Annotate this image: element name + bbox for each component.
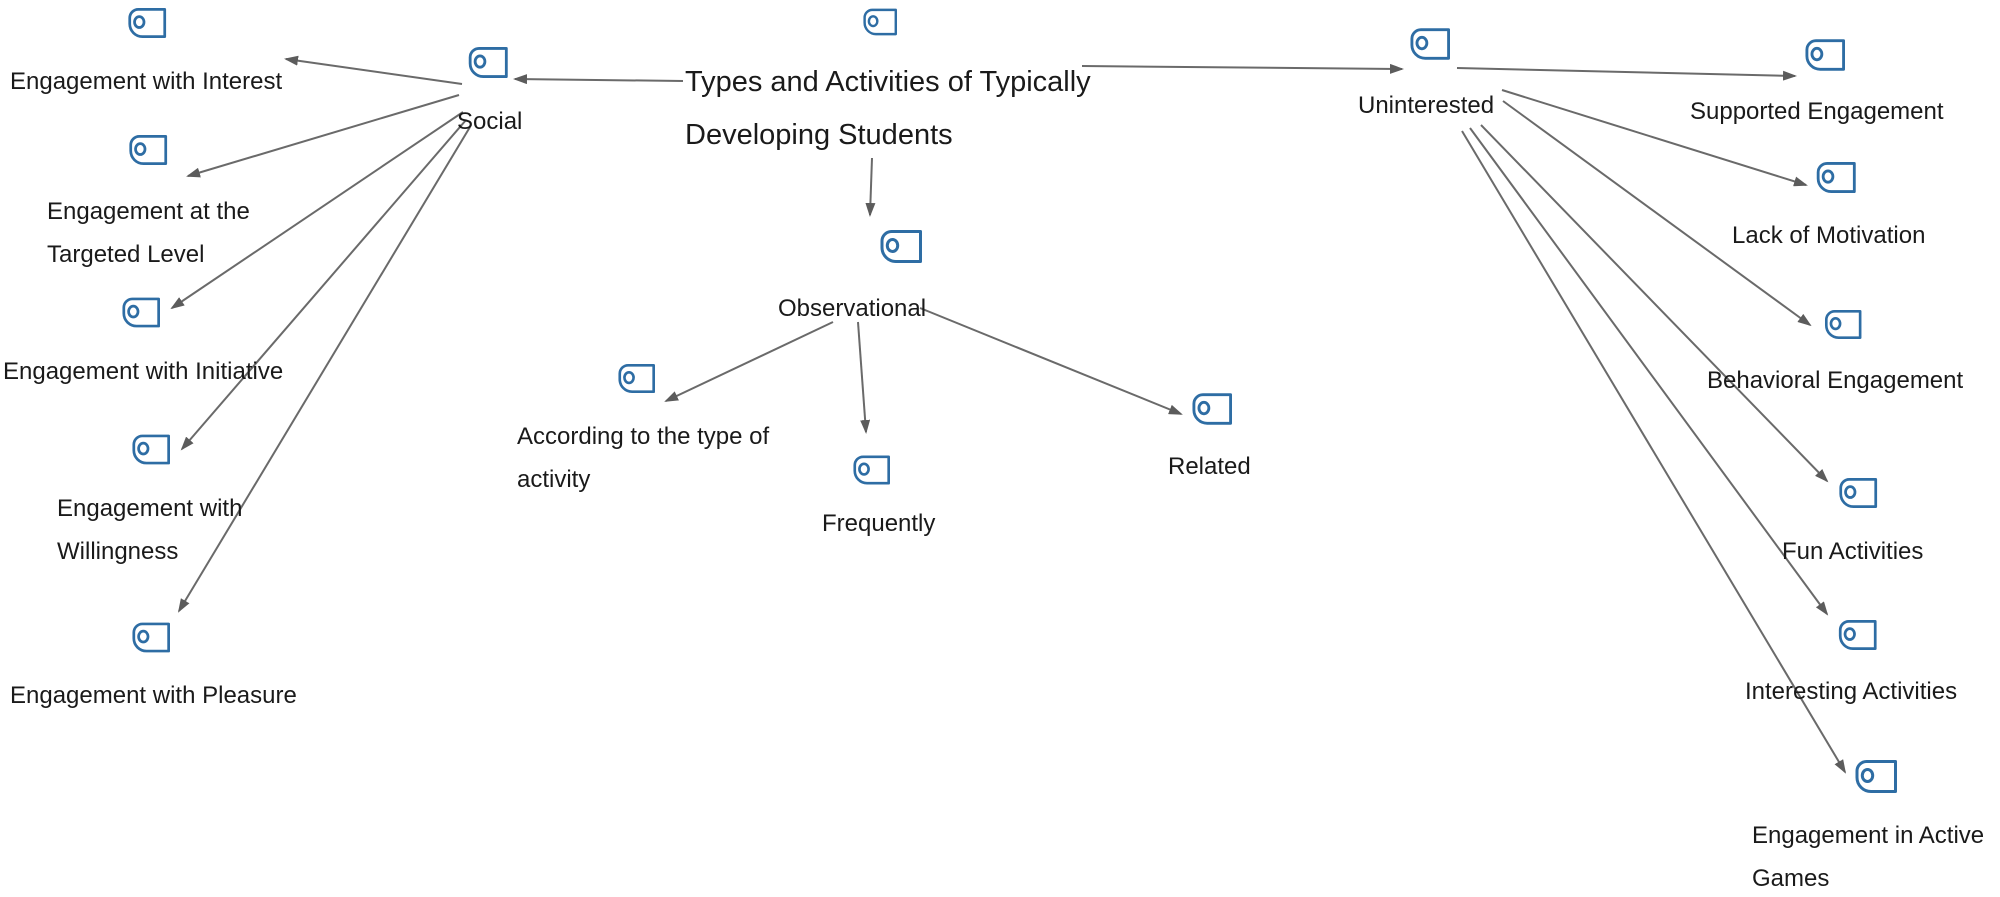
edge-social-engagement-initiative [170, 111, 464, 310]
edge-social-engagement-pleasure [177, 126, 471, 613]
behavioral-engagement-tag-icon[interactable] [1823, 310, 1863, 339]
observational-tag-icon[interactable] [880, 230, 922, 263]
edge-uninterested-interesting-activities [1469, 127, 1829, 616]
engagement-willingness-label[interactable]: Engagement with Willingness [57, 495, 243, 565]
observational-label[interactable]: Observational [778, 295, 927, 322]
central-topic-tag-icon[interactable] [863, 8, 897, 36]
central-topic-label[interactable]: Types and Activities of Typically Develo… [685, 66, 1091, 151]
interesting-activities-label[interactable]: Interesting Activities [1745, 678, 1958, 705]
edge-central-topic-social [513, 74, 684, 85]
uninterested-label[interactable]: Uninterested [1358, 92, 1495, 119]
fun-activities-tag-icon[interactable] [1838, 478, 1878, 508]
social-tag-icon[interactable] [468, 47, 508, 78]
engagement-interest-tag-icon[interactable] [127, 8, 167, 39]
supported-engagement-tag-icon[interactable] [1805, 38, 1845, 72]
edge-central-topic-observational [865, 157, 876, 217]
engagement-willingness-tag-icon[interactable] [132, 432, 170, 467]
lack-of-motivation-label[interactable]: Lack of Motivation [1732, 222, 1926, 249]
related-label[interactable]: Related [1168, 453, 1251, 480]
edge-observational-according-type [664, 321, 834, 402]
according-type-tag-icon[interactable] [618, 362, 655, 395]
edge-social-engagement-targeted [186, 94, 460, 178]
engagement-interest-label[interactable]: Engagement with Interest [10, 68, 283, 95]
supported-engagement-label[interactable]: Supported Engagement [1690, 98, 1944, 125]
frequently-label[interactable]: Frequently [822, 510, 936, 537]
interesting-activities-tag-icon[interactable] [1837, 620, 1878, 650]
behavioral-engagement-label[interactable]: Behavioral Engagement [1707, 367, 1964, 394]
engagement-active-games-label[interactable]: Engagement in Active Games [1752, 822, 1985, 892]
engagement-pleasure-label[interactable]: Engagement with Pleasure [10, 682, 297, 709]
edge-uninterested-fun-activities [1480, 124, 1829, 483]
according-type-label[interactable]: According to the type of activity [517, 423, 770, 493]
uninterested-tag-icon[interactable] [1410, 28, 1450, 60]
engagement-targeted-tag-icon[interactable] [128, 135, 168, 165]
engagement-initiative-label[interactable]: Engagement with Initiative [3, 358, 284, 385]
edge-uninterested-behavioral-engagement [1502, 100, 1812, 327]
edge-observational-frequently [857, 321, 871, 434]
related-tag-icon[interactable] [1192, 393, 1232, 425]
edge-uninterested-supported-engagement [1456, 67, 1797, 81]
edge-social-engagement-willingness [180, 119, 467, 451]
edge-uninterested-engagement-active-games [1461, 130, 1847, 774]
engagement-active-games-tag-icon[interactable] [1855, 760, 1897, 793]
edge-central-topic-uninterested [1081, 63, 1404, 74]
edge-uninterested-lack-of-motivation [1501, 89, 1808, 187]
engagement-pleasure-tag-icon[interactable] [132, 620, 170, 655]
edge-social-engagement-interest [284, 55, 463, 85]
frequently-tag-icon[interactable] [853, 453, 890, 487]
fun-activities-label[interactable]: Fun Activities [1782, 538, 1924, 565]
lack-of-motivation-tag-icon[interactable] [1815, 162, 1857, 193]
engagement-initiative-tag-icon[interactable] [122, 295, 160, 330]
engagement-targeted-label[interactable]: Engagement at the Targeted Level [47, 198, 250, 268]
edge-observational-related [919, 307, 1183, 415]
social-label[interactable]: Social [457, 108, 523, 135]
